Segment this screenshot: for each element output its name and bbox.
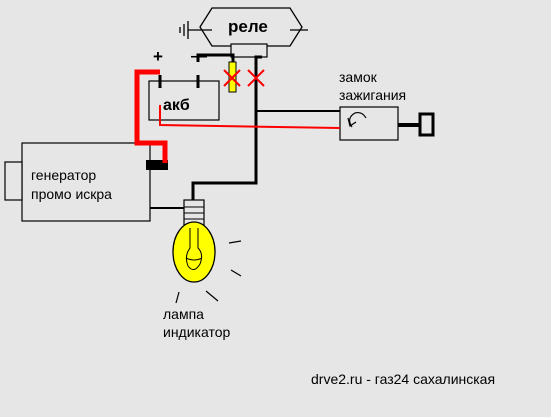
lamp-label-line1: лампа — [163, 306, 204, 322]
lamp-bulb — [172, 221, 216, 283]
lamp-icon — [172, 199, 216, 283]
key-head — [418, 112, 435, 137]
ignition-switch-label-line1: замок — [339, 69, 377, 85]
footer-caption: drve2.ru - газ24 сахалинская — [311, 371, 496, 387]
relay-body — [199, 7, 303, 47]
ignition-switch — [339, 106, 435, 141]
light-rays — [175, 240, 242, 304]
black-wires — [150, 53, 340, 209]
generator — [4, 142, 168, 222]
battery-label: акб — [163, 97, 190, 114]
generator-terminal — [146, 160, 168, 170]
lamp-label-line2: индикатор — [163, 324, 231, 340]
battery-minus-label: — — [191, 48, 207, 65]
generator-label-line2: промо искра — [31, 186, 112, 202]
key-arrow-icon — [349, 111, 367, 128]
generator-label-line1: генератор — [31, 167, 97, 183]
relay-label: реле — [228, 17, 268, 36]
key-arrow-icon-head — [347, 117, 357, 127]
battery-plus-label: + — [153, 47, 163, 66]
lamp-filament — [185, 228, 203, 270]
ground-icon — [179, 21, 189, 39]
relay — [188, 7, 308, 58]
relay-connector — [230, 43, 268, 58]
battery-plus-to-generator-wire — [134, 69, 168, 163]
broken-connection-icon — [223, 69, 265, 87]
generator-pulley — [4, 161, 23, 201]
ignition-switch-label-line2: зажигания — [339, 87, 407, 103]
red-wires — [134, 69, 341, 163]
ignition-switch-body — [339, 106, 399, 141]
battery-to-switch-wire — [159, 105, 341, 129]
relay-down-wire — [191, 55, 262, 200]
